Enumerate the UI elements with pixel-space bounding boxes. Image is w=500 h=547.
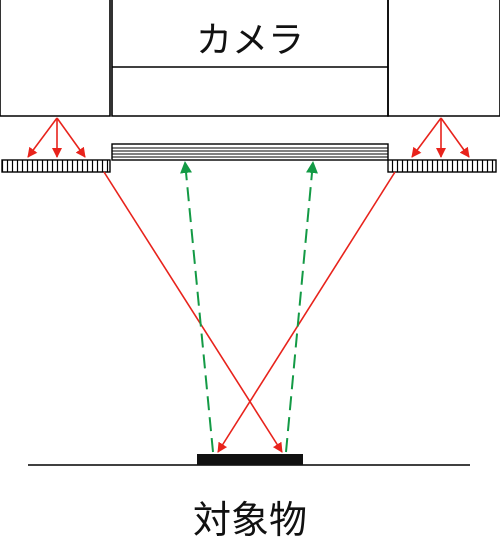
- camera-housing: [0, 0, 500, 117]
- right-illumination-ray: [217, 171, 396, 453]
- left-illumination-arrows: [27, 117, 86, 158]
- left-illumination-ray: [103, 171, 283, 453]
- target-object: [197, 454, 303, 465]
- left-reflected-ray: [180, 161, 214, 453]
- lens-plate: [111, 143, 389, 161]
- right-reflected-ray: [285, 161, 318, 453]
- right-illumination-arrows: [411, 117, 470, 158]
- camera-label: カメラ: [195, 20, 304, 61]
- object-label: 対象物: [192, 498, 307, 542]
- right-diffuser: [387, 159, 497, 173]
- left-diffuser: [1, 159, 111, 173]
